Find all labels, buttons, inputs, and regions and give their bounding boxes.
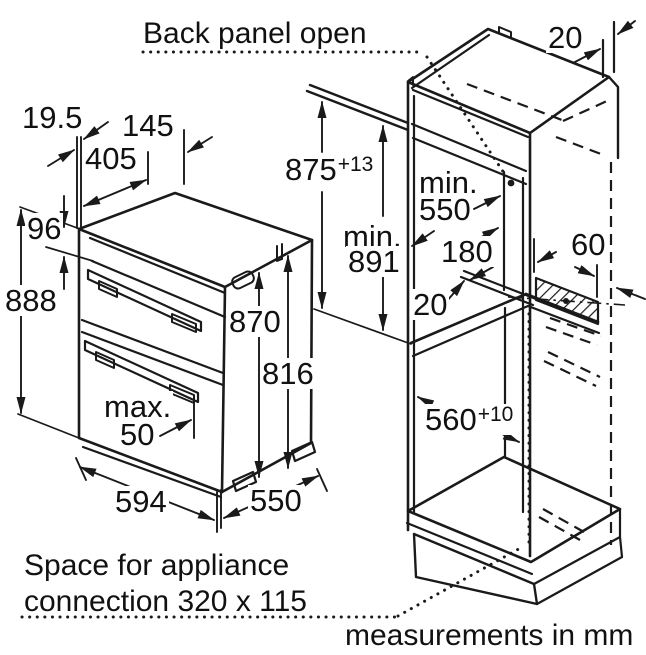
vent-center-dot [563,298,569,304]
vent-cutout-hatch [507,276,626,326]
connection-note-line2: connection 320 x 115 [24,585,307,618]
dim-min-550-word: min. [417,165,480,200]
dim-875-plus13: 875+13 [283,152,376,187]
side-grip-icon [231,270,255,290]
oven-drawing [77,191,317,499]
dim-top-gap-20: 20 [546,20,585,55]
dim-405: 405 [83,141,139,176]
measurements-note: measurements in mm [345,619,634,652]
connection-note-line1: Space for appliance [24,549,290,582]
dim-shelf-gap-20: 20 [411,287,450,322]
dim-560-value: 560 [425,402,477,437]
dim-vent-60: 60 [569,227,608,262]
dim-niche-width-560: 560+10 [423,402,516,437]
dim-875-tolerance: +13 [337,153,374,176]
dimension-lines [16,20,646,533]
dim-max-50-value: 50 [118,417,157,452]
dim-min-891-value: 891 [346,244,402,279]
worktop-lines [305,20,616,132]
dim-oven-depth-550: 550 [248,483,304,518]
back-panel-dashed [466,82,613,545]
wall-lines [601,20,616,79]
dim-145: 145 [120,108,176,143]
dim-888: 888 [3,283,59,318]
back-panel-open-note: Back panel open [143,17,367,50]
dim-door-proud-19-5: 19.5 [20,100,85,135]
dim-560-tolerance: +10 [477,403,514,426]
leader-lines [20,50,531,619]
dim-min-550-value: 550 [417,192,473,227]
dim-oven-width-594: 594 [113,484,169,519]
dim-180: 180 [439,234,495,269]
dim-96: 96 [25,211,64,246]
back-panel-leader-dot [507,179,515,187]
dim-max-word: max. [102,389,174,424]
dim-816: 816 [260,356,316,391]
dim-870: 870 [227,304,283,339]
dim-875-value: 875 [285,152,337,187]
